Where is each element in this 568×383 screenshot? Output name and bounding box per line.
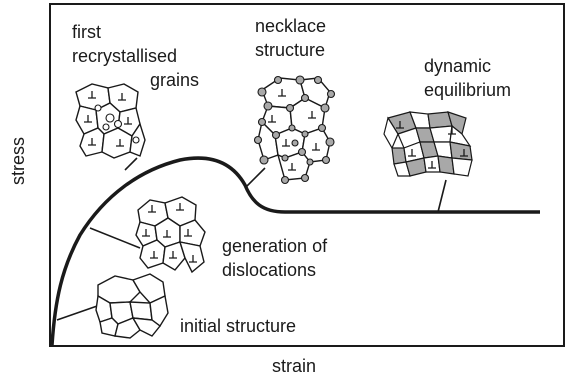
label-dynamic: dynamic xyxy=(424,56,491,77)
initial-structure-grains xyxy=(96,274,168,338)
label-structure: structure xyxy=(255,40,325,61)
dynamic-equilibrium-grains xyxy=(384,112,472,176)
label-necklace: necklace xyxy=(255,16,326,37)
label-grains: grains xyxy=(150,70,199,91)
label-recrystallised: recrystallised xyxy=(72,46,177,67)
label-dislocations: dislocations xyxy=(222,260,316,281)
label-generation-of: generation of xyxy=(222,236,327,257)
leader-initial xyxy=(57,305,100,320)
x-axis-label: strain xyxy=(272,356,316,377)
label-initial-structure: initial structure xyxy=(180,316,296,337)
leader-first-recrystallised xyxy=(125,158,137,170)
label-first: first xyxy=(72,22,101,43)
y-axis-label: stress xyxy=(8,137,29,185)
label-equilibrium: equilibrium xyxy=(424,80,511,101)
leader-generation xyxy=(90,228,140,248)
leader-dynamic xyxy=(438,180,446,212)
leader-necklace xyxy=(245,168,265,188)
